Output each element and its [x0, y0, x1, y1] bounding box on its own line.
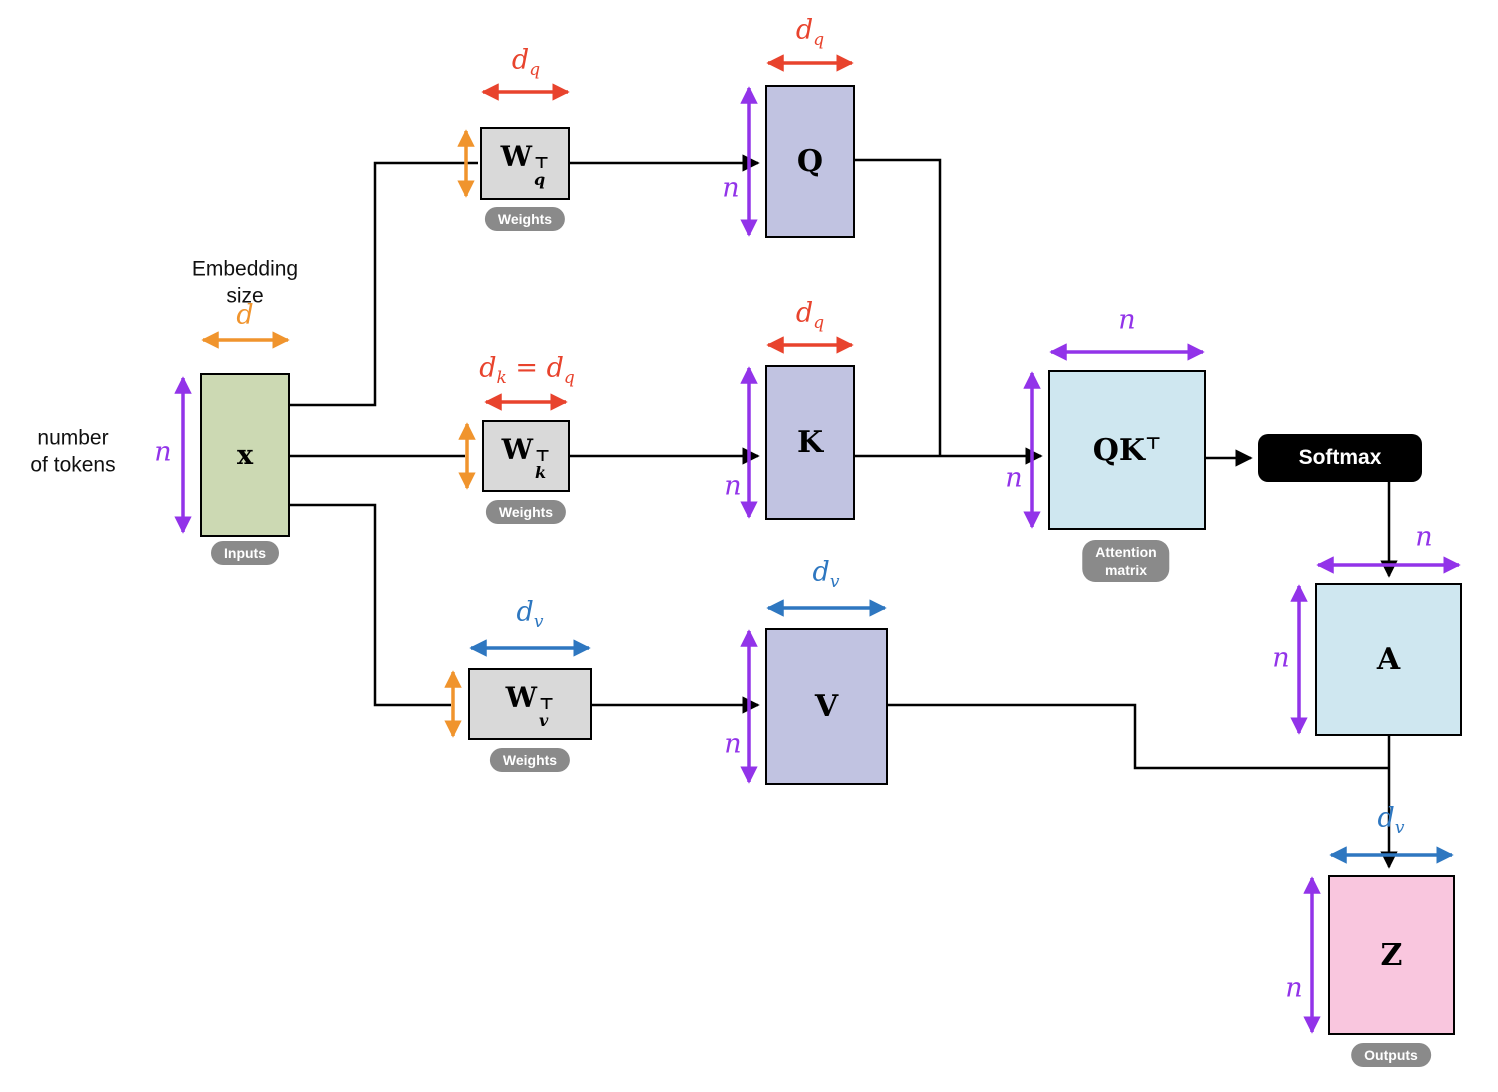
weights-badge-wq: Weights	[484, 207, 566, 232]
dim-label-dq-q: dq	[795, 14, 825, 50]
dim-label-n-qkt-left: n	[1005, 462, 1023, 494]
connector-q-down	[855, 158, 942, 456]
matrix-qkt: QK⊤	[1048, 370, 1206, 530]
weights-badge-wv: Weights	[489, 748, 571, 773]
matrix-wq: W⊤q	[480, 127, 570, 200]
matrix-wk: W⊤k	[482, 420, 570, 492]
dim-label-n-v: n	[724, 728, 742, 760]
matrix-a: A	[1315, 583, 1462, 736]
softmax-label: Softmax	[1298, 446, 1382, 469]
dim-label-dq-k: dq	[795, 297, 825, 333]
matrix-q: Q	[765, 85, 855, 238]
softmax-block: Softmax	[1258, 434, 1422, 482]
inputs-badge: Inputs	[211, 541, 279, 566]
matrix-x: x	[200, 373, 290, 537]
dim-label-dv-z: dv	[1377, 802, 1405, 838]
dim-label-dv-v: dv	[812, 556, 840, 592]
matrix-wv-label: W⊤v	[505, 680, 555, 730]
dim-label-dv-wv: dv	[516, 596, 544, 632]
connector-v-to-join	[888, 703, 1389, 770]
dim-label-d-x: d	[236, 299, 254, 331]
matrix-wv: W⊤v	[468, 668, 592, 740]
dim-label-n-z: n	[1285, 972, 1303, 1004]
matrix-qkt-label: QK⊤	[1092, 432, 1162, 468]
matrix-x-label: x	[236, 439, 254, 471]
connector-x-to-wq	[290, 161, 478, 407]
embedding-size-label: Embedding size	[191, 257, 299, 308]
dim-label-n-a-top: n	[1415, 521, 1433, 553]
number-of-tokens-label: number of tokens	[30, 426, 116, 477]
matrix-k: K	[765, 365, 855, 520]
matrix-v: V	[765, 628, 888, 785]
dim-label-n-x: n	[154, 436, 172, 468]
matrix-v-label: V	[814, 689, 839, 724]
dim-label-n-a-left: n	[1272, 642, 1290, 674]
dim-label-n-k: n	[724, 470, 742, 502]
connector-x-to-wv	[290, 503, 451, 707]
matrix-z: Z	[1328, 875, 1455, 1035]
matrix-wk-label: W⊤k	[501, 432, 551, 482]
outputs-badge: Outputs	[1351, 1043, 1431, 1068]
matrix-wq-label: W⊤q	[500, 140, 550, 189]
weights-badge-wk: Weights	[485, 500, 567, 525]
dim-label-dk-eq-dq: dk = dq	[479, 352, 575, 388]
matrix-z-label: Z	[1380, 937, 1403, 973]
dim-label-dq-wq: dq	[511, 44, 541, 80]
matrix-a-label: A	[1376, 642, 1401, 677]
attention-matrix-badge: Attention matrix	[1082, 540, 1170, 583]
matrix-q-label: Q	[796, 144, 824, 179]
dim-label-n-qkt-top: n	[1118, 304, 1136, 336]
dim-label-n-q: n	[722, 172, 740, 204]
matrix-k-label: K	[796, 425, 824, 460]
